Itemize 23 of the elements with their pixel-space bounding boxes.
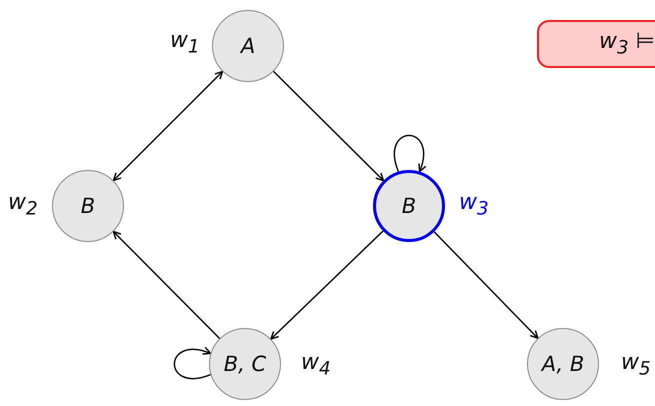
arrow — [434, 231, 539, 339]
world-label: B — [80, 194, 96, 218]
world-name: w$_{2}$ — [8, 192, 38, 219]
self-loop-arrow — [394, 134, 426, 172]
world-label: B — [402, 194, 416, 218]
arrow — [112, 70, 224, 182]
statement-text: w$_{3}$ ⊨ — [599, 29, 655, 59]
world-circle — [209, 328, 281, 400]
statement-box — [537, 20, 655, 68]
world-circle — [373, 170, 445, 242]
world-name: w$_{5}$ — [621, 352, 651, 379]
world-circle — [52, 170, 124, 242]
self-loop-arrow — [174, 347, 212, 380]
world-circle — [212, 10, 284, 82]
world-name: w$_{3}$ — [459, 192, 489, 219]
world-label: B, C — [224, 352, 266, 376]
arrow — [112, 230, 220, 339]
arrow — [273, 70, 384, 182]
world-label: A, B — [542, 352, 584, 376]
world-name: w$_{1}$ — [170, 30, 200, 57]
world-name: w$_{4}$ — [301, 352, 331, 379]
arrow — [270, 230, 384, 340]
world-label: A — [240, 34, 256, 58]
